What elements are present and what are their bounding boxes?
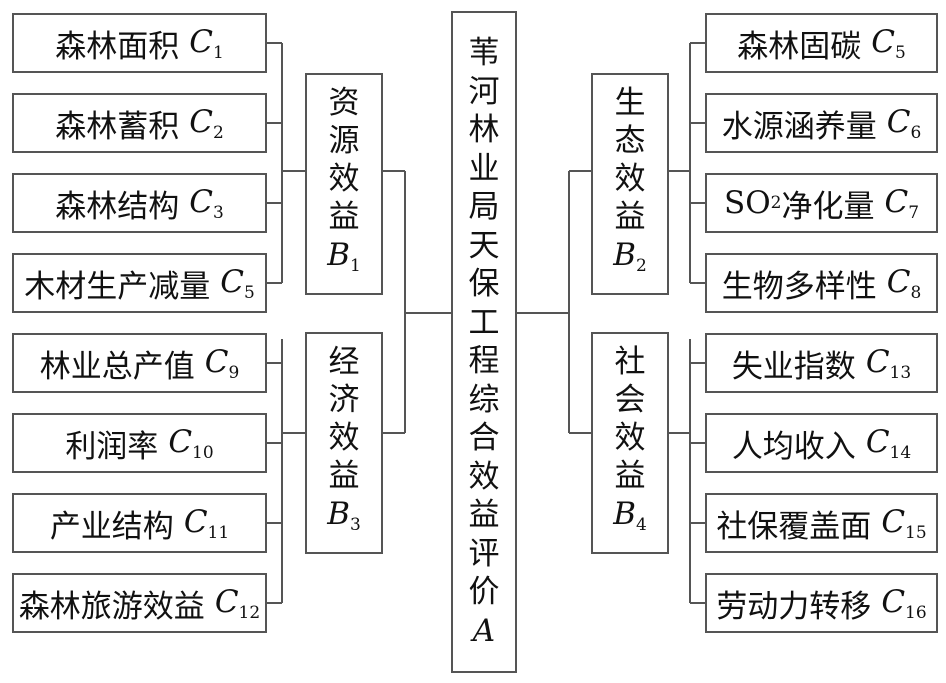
group-code: B1 xyxy=(327,236,361,276)
indicator-code: C10 xyxy=(168,423,214,463)
group-box-b3: 经 济 效 益 B3 xyxy=(305,332,383,554)
group-char: 益 xyxy=(328,457,360,494)
title-variable: A xyxy=(472,612,496,649)
indicator-code: C14 xyxy=(865,423,912,463)
title-char: 天 xyxy=(468,227,500,264)
title-char: 合 xyxy=(468,420,500,456)
group-char: 益 xyxy=(614,198,646,235)
group-char: 源 xyxy=(328,122,360,159)
indicator-code: C16 xyxy=(881,583,927,623)
indicator-code: C3 xyxy=(189,183,224,223)
group-char: 效 xyxy=(614,419,646,456)
title-char: 效 xyxy=(468,458,500,495)
title-char: 林 xyxy=(468,112,500,148)
group-code: B4 xyxy=(613,495,647,535)
group-char: 态 xyxy=(614,122,646,159)
group-box-b1: 资 源 效 益 B1 xyxy=(305,73,383,295)
indicator-code: C7 xyxy=(884,183,920,223)
group-box-b2: 生 态 效 益 B2 xyxy=(591,73,669,295)
indicator-code: C5 xyxy=(871,23,906,63)
group-char: 效 xyxy=(328,419,360,456)
indicator-code: C9 xyxy=(204,343,240,383)
group-char: 济 xyxy=(328,381,360,418)
indicator-code: C12 xyxy=(214,583,261,623)
indicator-code: C5 xyxy=(220,263,255,303)
group-char: 资 xyxy=(328,84,360,121)
group-code: B3 xyxy=(327,495,361,535)
title-char: 苇 xyxy=(468,35,500,71)
indicator-code: C6 xyxy=(886,103,922,143)
title-char: 河 xyxy=(468,73,500,110)
title-char: 工 xyxy=(468,304,500,341)
title-char: 局 xyxy=(468,189,500,225)
group-char: 会 xyxy=(614,381,646,418)
indicator-code: C15 xyxy=(881,503,927,543)
group-char: 效 xyxy=(614,160,646,197)
group-char: 效 xyxy=(328,160,360,197)
group-box-b4: 社 会 效 益 B4 xyxy=(591,332,669,554)
group-char: 社 xyxy=(614,343,646,380)
title-char: 保 xyxy=(468,266,500,302)
title-box: 苇 河 林 业 局 天 保 工 程 综 合 效 益 评 价 A xyxy=(451,11,517,673)
indicator-code: C2 xyxy=(189,103,224,143)
indicator-code: C13 xyxy=(865,343,912,383)
indicator-code: C8 xyxy=(886,263,922,303)
group-char: 益 xyxy=(614,457,646,494)
title-char: 评 xyxy=(468,535,500,572)
group-char: 生 xyxy=(614,84,646,121)
group-char: 经 xyxy=(328,343,360,380)
group-char: 益 xyxy=(328,198,360,235)
title-char: 业 xyxy=(468,150,500,187)
title-char: 综 xyxy=(468,381,500,418)
indicator-code: C1 xyxy=(189,23,224,63)
indicator-code: C11 xyxy=(183,503,230,543)
title-char: 程 xyxy=(468,343,500,379)
title-char: 益 xyxy=(468,497,500,533)
group-code: B2 xyxy=(613,236,647,276)
title-char: 价 xyxy=(468,574,500,610)
